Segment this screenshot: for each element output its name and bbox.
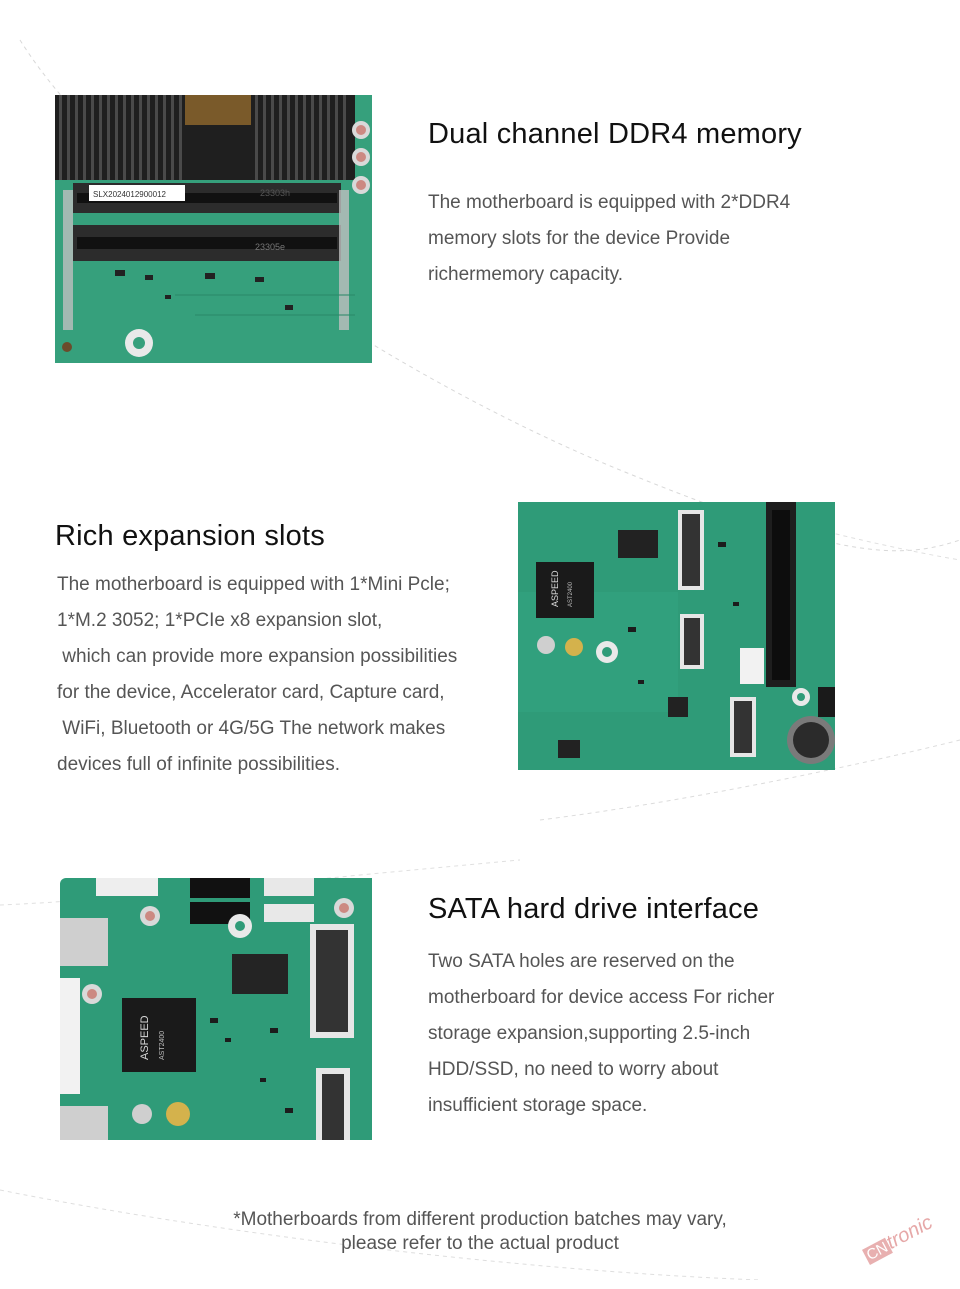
svg-text:AST2400: AST2400	[159, 1031, 166, 1060]
svg-text:ASPEED: ASPEED	[139, 1015, 151, 1060]
desc-line: The motherboard is equipped with 1*Mini …	[57, 574, 450, 595]
svg-text:SLX2024012900012: SLX2024012900012	[93, 190, 167, 199]
svg-text:23305e: 23305e	[255, 242, 285, 252]
desc-line: storage expansion,supporting 2.5-inch	[428, 1023, 751, 1044]
section-description: The motherboard is equipped with 2*DDR4 …	[428, 185, 948, 293]
section-description: The motherboard is equipped with 1*Mini …	[55, 567, 505, 783]
desc-line: WiFi, Bluetooth or 4G/5G The network mak…	[57, 718, 446, 739]
footnote-line: *Motherboards from different production …	[233, 1209, 727, 1230]
section-sata: SATA hard drive interface Two SATA holes…	[428, 893, 928, 1124]
desc-line: Two SATA holes are reserved on the	[428, 951, 735, 972]
expansion-slots-photo: ASPEED AST2400	[518, 502, 835, 770]
section-title: Dual channel DDR4 memory	[428, 118, 802, 150]
desc-line: 1*M.2 3052; 1*PCIe x8 expansion slot,	[57, 610, 383, 631]
svg-text:AST2400: AST2400	[568, 581, 574, 607]
svg-text:23303h: 23303h	[260, 188, 290, 198]
desc-line: HDD/SSD, no need to worry about	[428, 1059, 719, 1080]
footnote-line: please refer to the actual product	[341, 1233, 619, 1254]
desc-line: which can provide more expansion possibi…	[57, 646, 458, 667]
section-ddr4: Dual channel DDR4 memory The motherboard…	[428, 118, 948, 293]
desc-line: memory slots for the device Provide	[428, 228, 731, 249]
svg-text:ASPEED: ASPEED	[550, 570, 560, 607]
desc-line: richermemory capacity.	[428, 264, 623, 285]
section-title: SATA hard drive interface	[428, 893, 760, 925]
section-title: Rich expansion slots	[55, 520, 325, 552]
desc-line: motherboard for device access For richer	[428, 987, 775, 1008]
desc-line: insufficient storage space.	[428, 1095, 648, 1116]
desc-line: The motherboard is equipped with 2*DDR4	[428, 192, 791, 213]
section-expansion: Rich expansion slots The motherboard is …	[55, 520, 505, 783]
desc-line: devices full of infinite possibilities.	[57, 754, 341, 775]
sata-interface-photo: ASPEED AST2400	[60, 878, 372, 1140]
ddr4-memory-photo: SLX2024012900012 23303h 23305e	[55, 95, 372, 363]
footnote: *Motherboards from different production …	[0, 1208, 960, 1256]
desc-line: for the device, Accelerator card, Captur…	[57, 682, 445, 703]
section-description: Two SATA holes are reserved on the mothe…	[428, 944, 928, 1124]
